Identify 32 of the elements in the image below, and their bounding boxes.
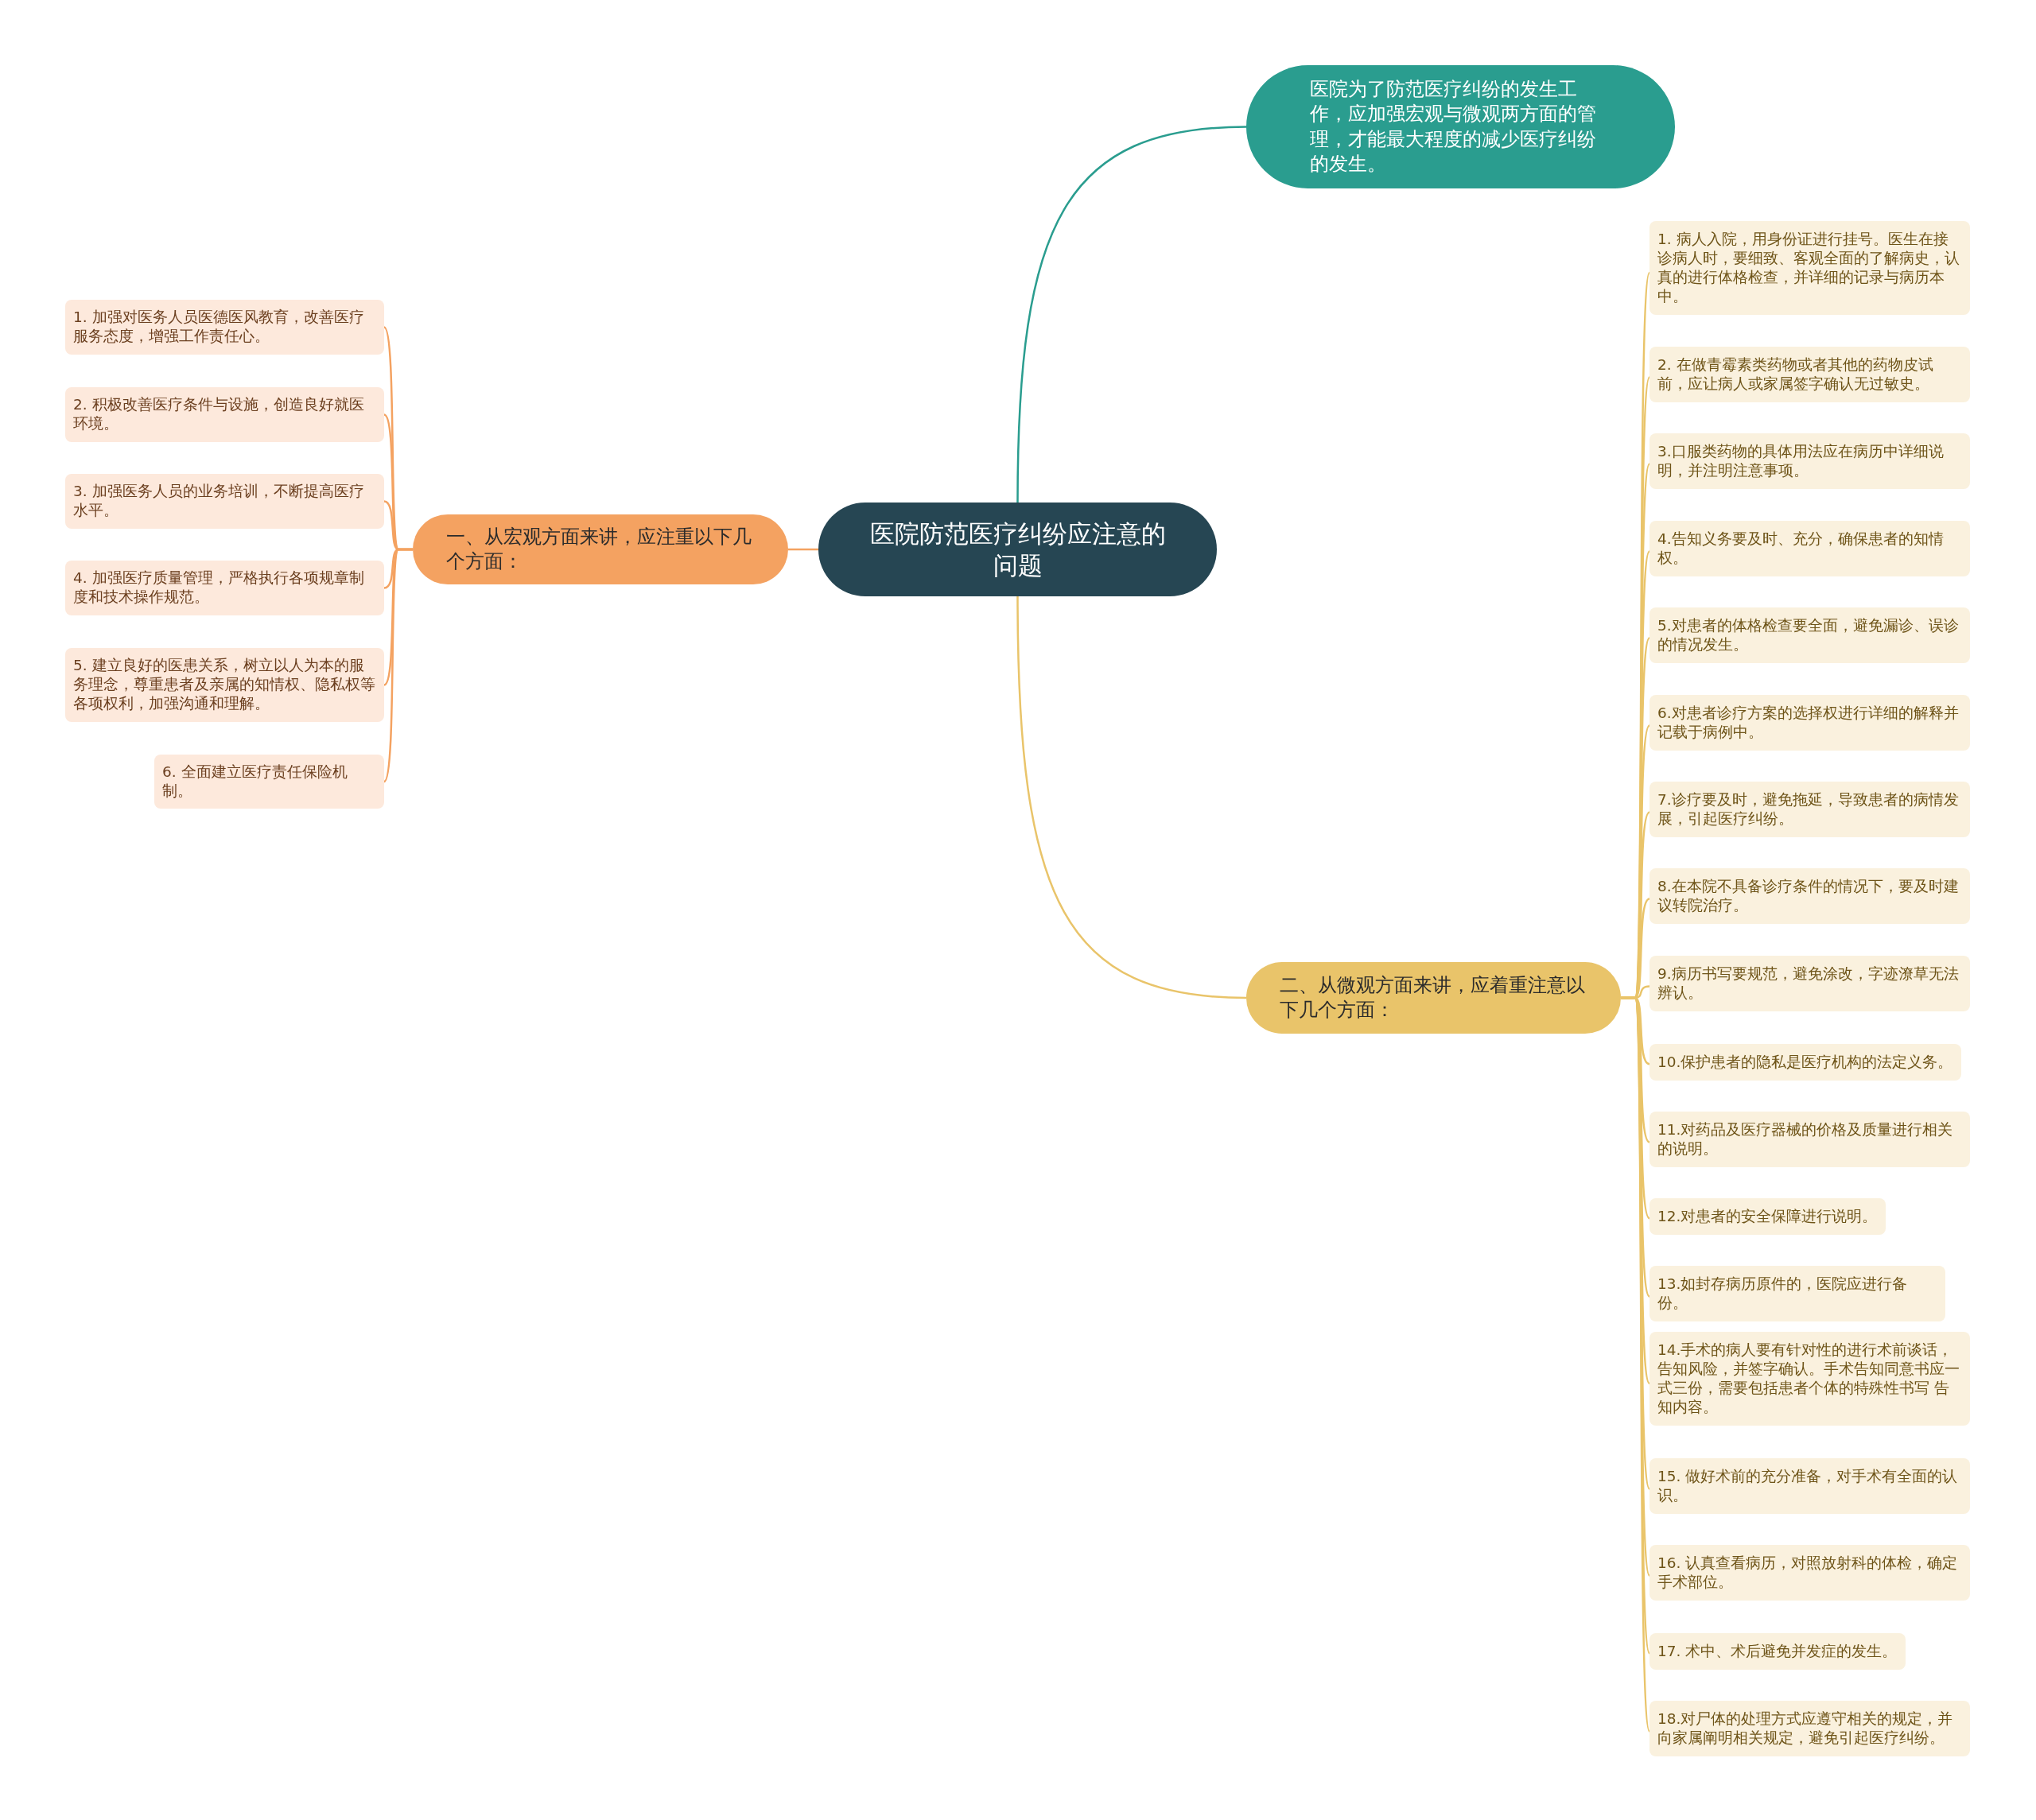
note-card: 6.对患者诊疗方案的选择权进行详细的解释并记载于病例中。 [1649,695,1970,751]
connector-line [788,548,818,551]
note-card: 15. 做好术前的充分准备，对手术有全面的认识。 [1649,1458,1970,1515]
note-card: 18.对尸体的处理方式应遵守相关的规定，并向家属阐明相关规定，避免引起医疗纠纷。 [1649,1701,1970,1757]
note-card: 4.告知义务要及时、充分，确保患者的知情权。 [1649,521,1970,577]
note-card: 12.对患者的安全保障进行说明。 [1649,1198,1886,1236]
note-card: 3. 加强医务人员的业务培训，不断提高医疗水平。 [65,474,384,529]
note-card: 2. 在做青霉素类药物或者其他的药物皮试前，应让病人或家属签字确认无过敏史。 [1649,347,1970,403]
note-card: 7.诊疗要及时，避免拖延，导致患者的病情发展，引起医疗纠纷。 [1649,782,1970,838]
note-card: 16. 认真查看病历，对照放射科的体检，确定手术部位。 [1649,1545,1970,1601]
note-card: 5. 建立良好的医患关系，树立以人为本的服务理念，尊重患者及亲属的知情权、隐私权等各项权利，加强沟通和理解。 [65,648,384,722]
connector-line [1016,596,1247,999]
connector-line [1016,126,1247,503]
note-card: 3.口服类药物的具体用法应在病历中详细说明，并注明注意事项。 [1649,433,1970,490]
note-card: 6. 全面建立医疗责任保险机制。 [154,755,384,809]
central-topic-bubble: 医院防范医疗纠纷应注意的问题 [818,503,1217,596]
note-card: 2. 积极改善医疗条件与设施，创造良好就医环境。 [65,387,384,442]
summary-bubble: 医院为了防范医疗纠纷的发生工作，应加强宏观与微观两方面的管理，才能最大程度的减少医疗纠纷的发生。 [1246,65,1675,188]
note-card: 10.保护患者的隐私是医疗机构的法定义务。 [1649,1044,1961,1081]
branch-topic-bubble: 一、从宏观方面来讲，应注重以下几个方面： [413,514,788,584]
branch-topic-bubble: 二、从微观方面来讲，应着重注意以下几个方面： [1246,962,1621,1034]
connector-line [383,548,413,782]
note-card: 17. 术中、术后避免并发症的发生。 [1649,1633,1906,1671]
note-card: 14.手术的病人要有针对性的进行术前谈话，告知风险，并签字确认。手术告知同意书应一式三份，需要包括患者个体的特殊性书写 告知内容。 [1649,1332,1970,1426]
note-card: 8.在本院不具备诊疗条件的情况下，要及时建议转院治疗。 [1649,868,1970,925]
note-card: 13.如封存病历原件的，医院应进行备份。 [1649,1266,1945,1322]
note-card: 5.对患者的体格检查要全面，避免漏诊、误诊的情况发生。 [1649,607,1970,664]
note-card: 11.对药品及医疗器械的价格及质量进行相关的说明。 [1649,1112,1970,1168]
note-card: 1. 病人入院，用身份证进行挂号。医生在接诊病人时，要细致、客观全面的了解病史，认真的进行体格检查，并详细的记录与病历本中。 [1649,221,1970,316]
note-card: 1. 加强对医务人员医德医风教育，改善医疗服务态度，增强工作责任心。 [65,300,384,355]
note-card: 4. 加强医疗质量管理，严格执行各项规章制度和技术操作规范。 [65,561,384,615]
note-card: 9.病历书写要规范，避免涂改，字迹潦草无法辨认。 [1649,956,1970,1012]
